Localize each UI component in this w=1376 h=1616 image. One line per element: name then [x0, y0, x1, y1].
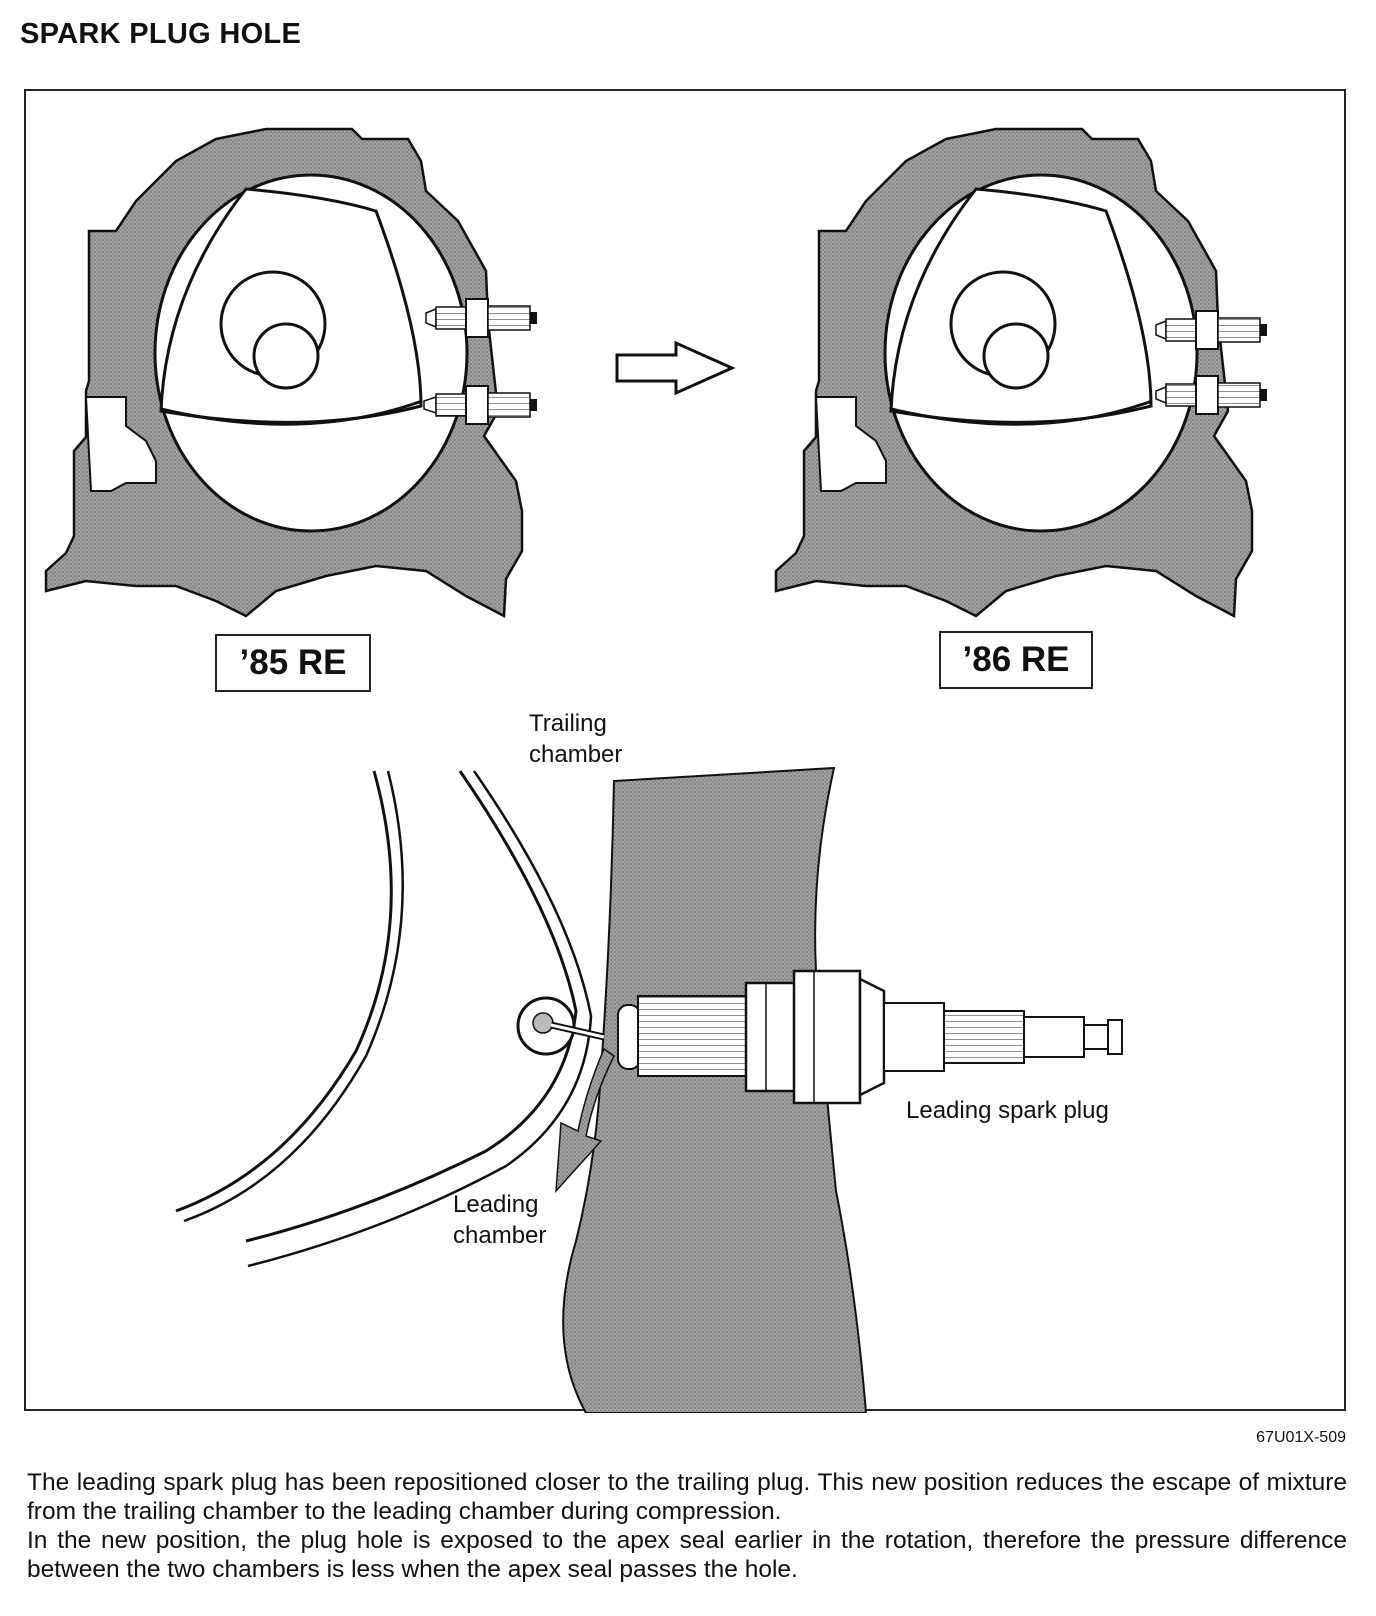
detail-rotor-arc-outer: [175, 770, 393, 1213]
diagram-drawing: [44, 127, 1267, 1413]
caption: The leading spark plug has been repositi…: [27, 1468, 1347, 1584]
leading-spark-plug-label: Leading spark plug: [906, 1097, 1109, 1124]
page-title: SPARK PLUG HOLE: [20, 18, 302, 50]
detail-apex-arc-2: [247, 770, 593, 1268]
engine-86-leading-plug: [1155, 375, 1267, 415]
engine-85-label: ’85 RE: [215, 634, 371, 692]
engine-85-rotor-edge: [160, 399, 423, 426]
engine-86-section: [774, 127, 1267, 619]
change-arrow-icon: [615, 340, 736, 396]
engine-86-rotor-edge: [890, 399, 1153, 426]
engine-86-shaft: [982, 322, 1050, 390]
caption-paragraph: The leading spark plug has been repositi…: [27, 1469, 1347, 1525]
engine-85-section: [44, 127, 537, 619]
detail-rotor-arc-inner: [183, 770, 404, 1223]
detail-view: [175, 766, 1123, 1413]
leading-chamber-label: Leading chamber: [453, 1191, 547, 1249]
figure-frame: ’85 RE ’86 RE Trailing chamber Leading c…: [24, 89, 1346, 1413]
trailing-chamber-label: Trailing chamber: [529, 710, 623, 768]
engine-86-label: ’86 RE: [939, 631, 1093, 689]
figure-code: 67U01X-509: [1256, 1429, 1346, 1446]
engine-85-trailing-plug: [425, 298, 537, 338]
engine-85-shaft: [252, 322, 320, 390]
engine-85-leading-plug: [423, 385, 537, 425]
caption-paragraph: In the new position, the plug hole is ex…: [27, 1527, 1347, 1583]
detail-leading-spark-plug: [617, 969, 1123, 1105]
apex-seal-pin: [532, 1012, 554, 1034]
engine-86-bay: [814, 396, 887, 492]
engine-86-trailing-plug: [1155, 310, 1267, 350]
detail-apex-arc-1: [245, 770, 578, 1243]
engine-85-bay: [84, 396, 157, 492]
gas-flow-arrow-icon: [555, 1047, 615, 1194]
